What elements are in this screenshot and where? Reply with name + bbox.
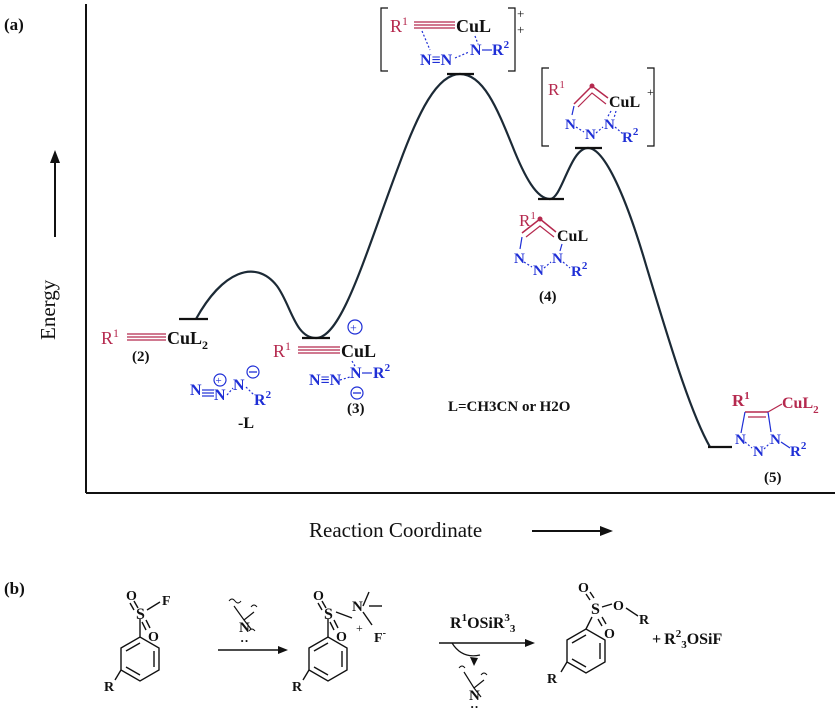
svg-text:S: S: [136, 606, 145, 623]
svg-text:CuL: CuL: [609, 94, 640, 111]
reaction-arrow-1: [218, 646, 288, 654]
svg-text:N: N: [469, 688, 480, 704]
svg-text:+: +: [647, 85, 654, 99]
species-4: R1 CuL N N N R2 (4): [514, 210, 588, 305]
sulfonyl-ammonium-intermediate: [302, 591, 382, 682]
svg-text:CuL2: CuL2: [167, 328, 208, 352]
svg-text:N: N: [214, 387, 226, 404]
svg-text:O: O: [604, 627, 615, 642]
sulfonyl-fluoride: [114, 600, 161, 682]
reaction-arrow-2: [439, 639, 535, 666]
svg-text:N: N: [604, 117, 615, 133]
energy-levels: [179, 72, 732, 449]
x-axis-arrow: [532, 526, 613, 536]
svg-text:O: O: [578, 581, 589, 596]
y-axis-arrow: [50, 150, 60, 237]
svg-text:N: N: [753, 444, 764, 460]
svg-text:CuL2: CuL2: [782, 395, 819, 416]
svg-text:+: +: [216, 375, 222, 387]
svg-text:R2: R2: [571, 260, 588, 280]
svg-text:N: N: [514, 251, 525, 267]
svg-text:O: O: [126, 589, 137, 604]
svg-text:R1: R1: [548, 79, 565, 99]
species-2: R1 CuL2 (2): [101, 326, 208, 365]
species-5: R1 CuL2 N N N R2 (5): [732, 390, 819, 486]
svg-text:N≡N: N≡N: [309, 372, 342, 389]
species-3-number: (3): [347, 401, 365, 417]
svg-text:R2: R2: [622, 126, 639, 146]
svg-text:R2: R2: [254, 389, 272, 409]
species-2-number: (2): [132, 349, 150, 365]
x-axis-label: Reaction Coordinate: [309, 518, 482, 542]
svg-text:R: R: [292, 680, 303, 695]
svg-text:R1: R1: [732, 390, 750, 410]
species-3: R1 CuL + N≡N N R2 (3): [273, 319, 391, 417]
minus-l-label: -L: [238, 415, 254, 432]
svg-text:O: O: [148, 630, 159, 645]
svg-text:N: N: [735, 432, 746, 448]
byproduct: +R23OSiF: [652, 628, 722, 651]
svg-text:+: +: [350, 321, 357, 335]
transition-state-2: R1 CuL + N N N R2: [541, 67, 655, 147]
svg-text:CuL: CuL: [557, 228, 588, 245]
svg-text:N: N: [350, 365, 362, 382]
y-axis-label: Energy: [36, 279, 60, 340]
svg-text:R2: R2: [492, 39, 510, 59]
svg-text:R2: R2: [373, 362, 391, 382]
svg-text:N: N: [233, 377, 245, 394]
svg-text:CuL: CuL: [341, 341, 376, 361]
svg-text:R: R: [547, 672, 558, 687]
transition-state-1: + + R1 CuL N≡N N R2: [380, 6, 524, 72]
svg-text:+: +: [356, 621, 363, 635]
sulfonate-product: [560, 591, 639, 674]
svg-text:R: R: [639, 613, 650, 628]
amine-catalyst-1: N ··: [228, 598, 258, 648]
svg-text:N: N: [770, 432, 781, 448]
species-4-number: (4): [539, 289, 557, 305]
svg-text:+: +: [517, 22, 524, 37]
svg-text:S: S: [591, 601, 600, 618]
energy-axes: [85, 4, 835, 494]
svg-text:N: N: [533, 263, 544, 279]
svg-text:N: N: [190, 382, 202, 399]
svg-text:F: F: [162, 594, 171, 609]
svg-text:N: N: [239, 620, 250, 636]
svg-text:R1: R1: [519, 210, 536, 230]
svg-text:N: N: [352, 599, 363, 615]
svg-text:R1: R1: [101, 326, 119, 348]
svg-text:N: N: [585, 127, 596, 143]
amine-catalyst-2: N ··: [458, 665, 488, 712]
species-5-number: (5): [764, 470, 782, 486]
svg-text:R2: R2: [790, 440, 807, 460]
panel-b-label: (b): [4, 579, 25, 598]
svg-text:O: O: [613, 599, 624, 614]
svg-text:O: O: [313, 589, 324, 604]
svg-text:R1: R1: [273, 339, 291, 361]
svg-text:CuL: CuL: [456, 16, 491, 36]
ligand-note: L=CH3CN or H2O: [448, 399, 570, 415]
svg-text:N≡N: N≡N: [420, 52, 453, 69]
svg-text:F-: F-: [374, 628, 386, 646]
svg-text:R: R: [104, 680, 115, 695]
silyl-ether-reagent: R1OSiR33: [450, 612, 516, 635]
panel-a-label: (a): [4, 15, 24, 34]
svg-text:N: N: [565, 117, 576, 133]
svg-text:N: N: [552, 251, 563, 267]
svg-text:S: S: [324, 606, 333, 623]
svg-text:··: ··: [240, 633, 249, 648]
svg-text:N: N: [470, 42, 482, 59]
svg-text:R1: R1: [390, 14, 408, 36]
azide-reagent: N N + N R2 -L: [190, 365, 272, 432]
energy-profile-curve: [195, 72, 711, 448]
svg-text:··: ··: [470, 699, 479, 712]
svg-text:+: +: [517, 6, 524, 21]
svg-text:O: O: [336, 630, 347, 645]
